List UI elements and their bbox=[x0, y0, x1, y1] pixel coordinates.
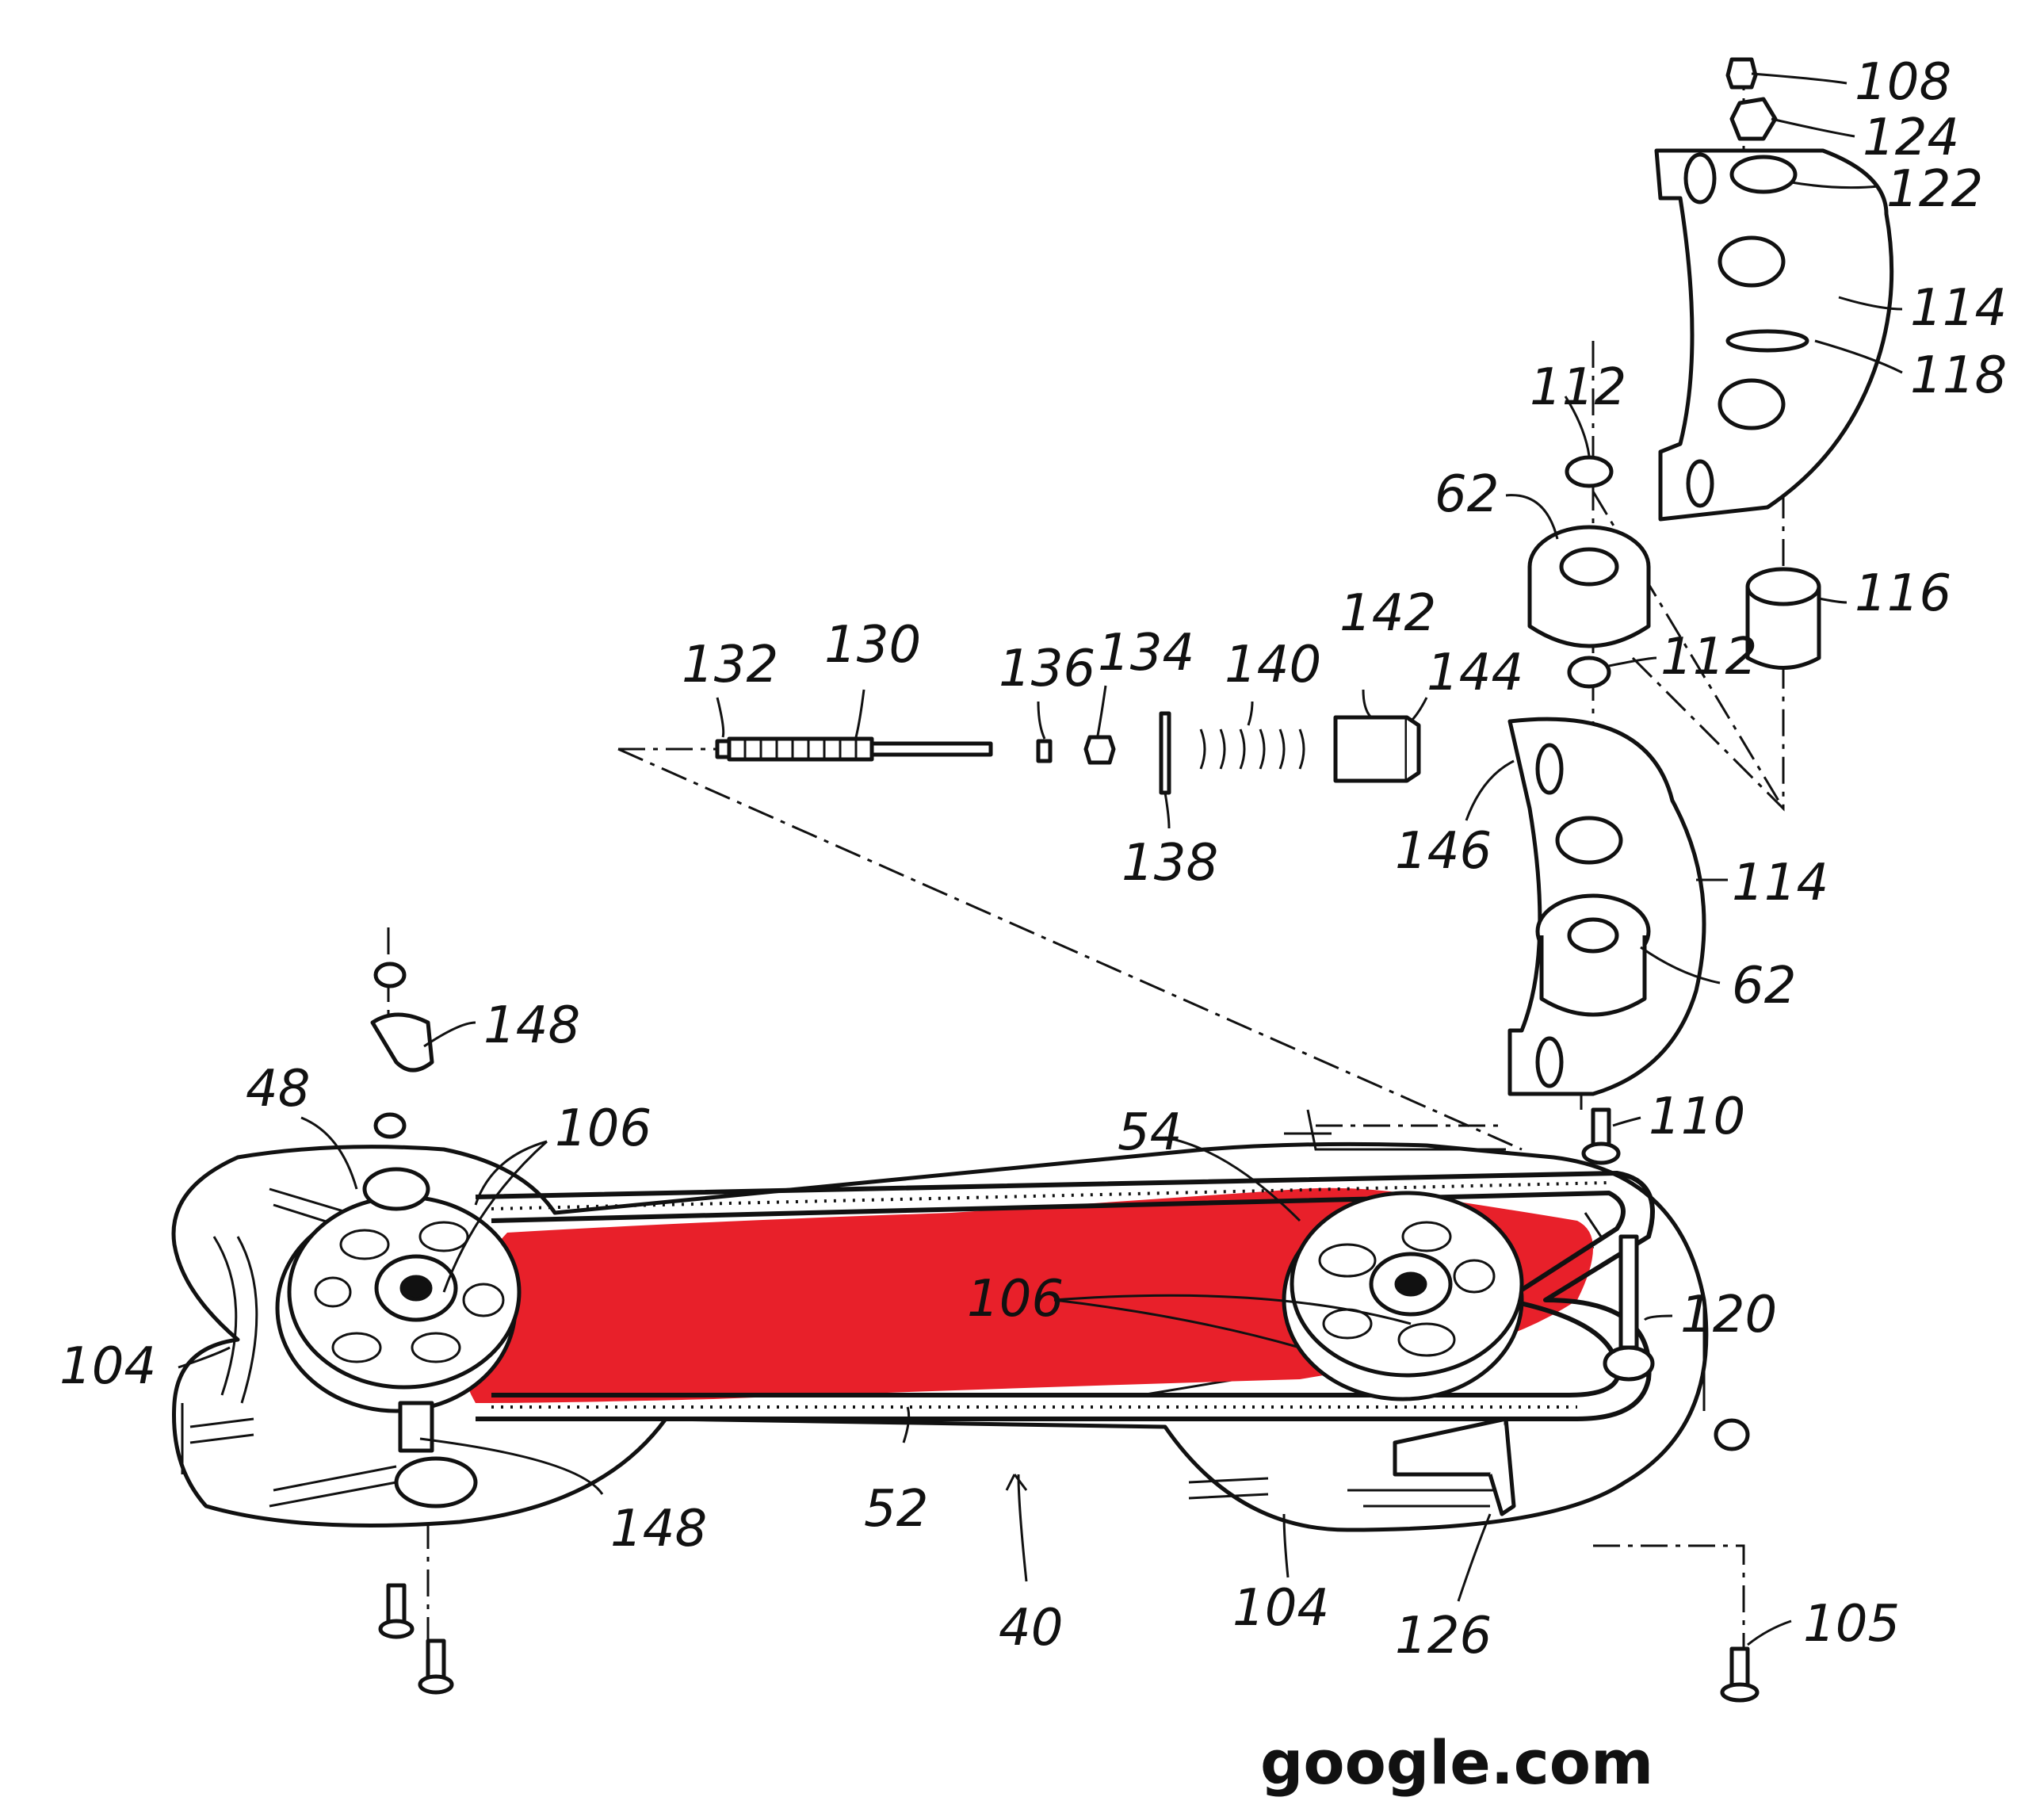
label-148-upper: 148 bbox=[483, 996, 580, 1055]
label-146: 146 bbox=[1395, 822, 1492, 881]
label-132: 132 bbox=[682, 636, 778, 694]
label-120: 120 bbox=[1680, 1286, 1777, 1344]
label-104-left: 104 bbox=[59, 1337, 156, 1396]
label-116: 116 bbox=[1855, 564, 1951, 623]
upper-pulley bbox=[1527, 455, 1821, 689]
label-110: 110 bbox=[1649, 1088, 1745, 1146]
lower-bracket bbox=[1507, 717, 1706, 1096]
adjuster-assembly bbox=[715, 711, 1421, 795]
left-pulley bbox=[275, 1195, 522, 1413]
label-148-lower: 148 bbox=[610, 1500, 707, 1558]
label-105: 105 bbox=[1803, 1595, 1900, 1654]
reference-numerals: 108 124 122 114 118 112 62 116 112 132 1… bbox=[59, 53, 2007, 1665]
label-142: 142 bbox=[1339, 584, 1436, 643]
label-138: 138 bbox=[1121, 834, 1218, 893]
label-48: 48 bbox=[246, 1060, 310, 1118]
label-62-upper: 62 bbox=[1435, 465, 1499, 524]
right-pulley bbox=[1282, 1191, 1524, 1401]
label-126: 126 bbox=[1395, 1607, 1492, 1665]
watermark: google.com bbox=[1260, 1727, 1653, 1798]
label-130: 130 bbox=[824, 616, 921, 675]
label-112-upper: 112 bbox=[1530, 358, 1626, 417]
top-left-hardware bbox=[362, 962, 434, 1211]
bottom-right-hardware bbox=[1284, 1107, 1760, 1703]
label-106-right: 106 bbox=[967, 1270, 1064, 1329]
upper-bracket bbox=[1654, 57, 1894, 522]
label-52: 52 bbox=[864, 1480, 928, 1539]
leader-lines bbox=[178, 72, 1903, 1646]
label-108: 108 bbox=[1855, 53, 1951, 112]
label-124: 124 bbox=[1863, 109, 1959, 167]
label-62-lower: 62 bbox=[1732, 957, 1796, 1015]
label-106-left: 106 bbox=[555, 1099, 651, 1158]
label-134: 134 bbox=[1098, 624, 1194, 682]
label-118: 118 bbox=[1910, 346, 2007, 405]
label-40: 40 bbox=[999, 1599, 1063, 1658]
label-122: 122 bbox=[1886, 160, 1983, 219]
label-136: 136 bbox=[999, 640, 1095, 698]
label-54: 54 bbox=[1118, 1103, 1182, 1162]
label-114-lower: 114 bbox=[1732, 854, 1828, 912]
label-140: 140 bbox=[1225, 636, 1321, 694]
label-112-lower: 112 bbox=[1660, 628, 1757, 686]
label-114-upper: 114 bbox=[1910, 279, 2007, 338]
label-104-lower: 104 bbox=[1232, 1579, 1329, 1638]
label-144: 144 bbox=[1427, 644, 1523, 702]
